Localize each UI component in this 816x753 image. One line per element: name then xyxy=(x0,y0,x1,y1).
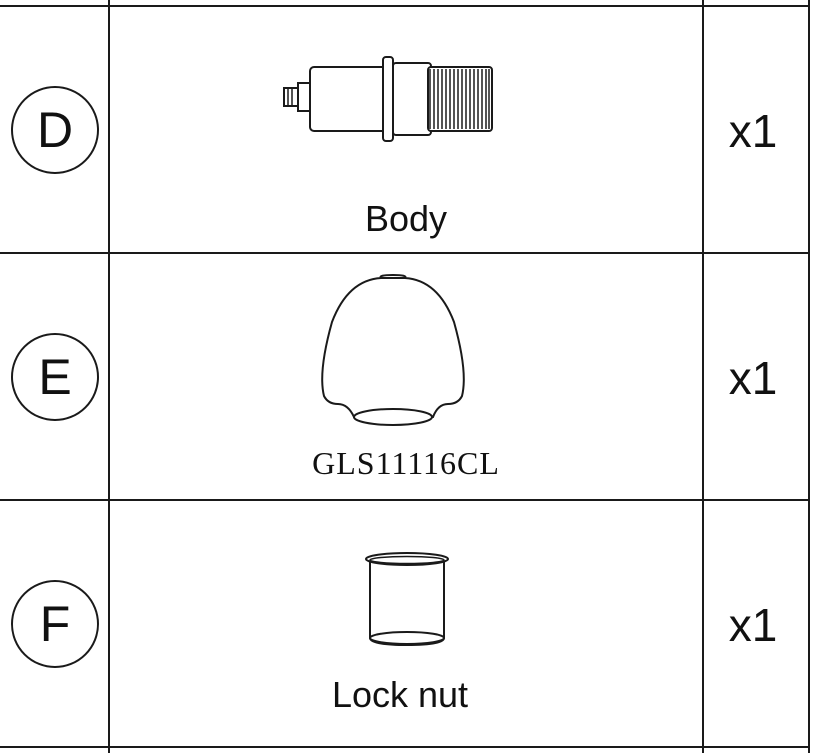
valve-body-icon xyxy=(283,56,493,142)
row-divider xyxy=(0,252,810,254)
column-divider xyxy=(702,0,704,753)
part-name: Body xyxy=(364,198,448,239)
row-divider xyxy=(0,746,810,748)
part-letter-badge: D xyxy=(11,86,99,174)
glass-shade-icon xyxy=(321,273,465,426)
row-divider xyxy=(0,499,810,501)
part-quantity: x1 xyxy=(728,352,778,404)
column-divider xyxy=(108,0,110,753)
part-letter-badge: F xyxy=(11,580,99,668)
row-divider xyxy=(0,5,810,7)
part-quantity: x1 xyxy=(728,599,778,651)
part-letter-badge: E xyxy=(11,333,99,421)
part-name: GLS11116CL xyxy=(312,445,500,481)
lock-nut-icon xyxy=(365,552,449,647)
table-right-border xyxy=(808,0,810,753)
part-name: Lock nut xyxy=(331,674,469,715)
part-quantity: x1 xyxy=(728,105,778,157)
